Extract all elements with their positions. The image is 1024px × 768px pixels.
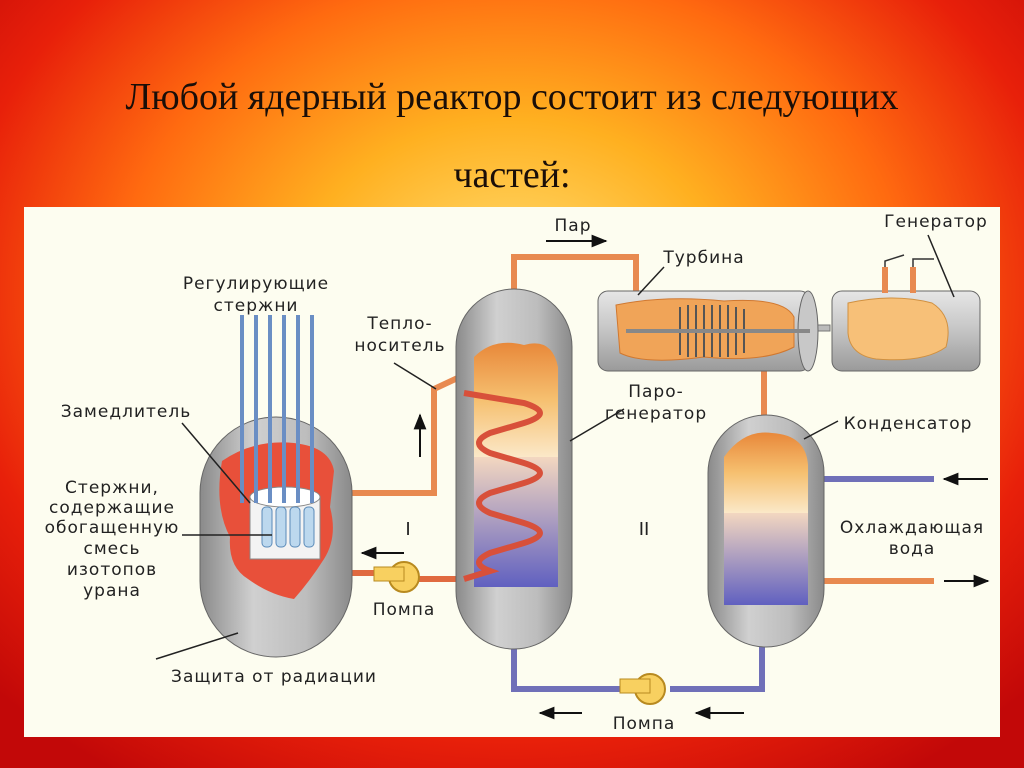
moderator-label: Замедлитель <box>61 402 192 422</box>
turbine <box>597 290 819 372</box>
feedwater-pipe-2 <box>670 645 765 692</box>
feedwater-pipe <box>511 645 628 692</box>
fuel-rods-label-6: урана <box>83 581 141 601</box>
condenser-label: Конденсатор <box>844 414 973 434</box>
fuel-rods-label-5: изотопов <box>67 560 157 580</box>
reactor-diagram: Регулирующие стержни Тепло- носитель Зам… <box>45 212 990 734</box>
generator-label: Генератор <box>884 212 988 232</box>
control-rods-label-1: Регулирующие <box>183 274 329 294</box>
steam-generator-label-1: Паро- <box>628 382 684 402</box>
fuel-rods-label-4: смесь <box>84 539 141 559</box>
secondary-pump <box>619 673 666 705</box>
coolant-label-2: носитель <box>354 336 445 356</box>
cooling-water-label-1: Охлаждающая <box>840 518 984 538</box>
cooling-water-label-2: вода <box>889 539 936 559</box>
flow-arrows <box>360 234 990 720</box>
circuit-1-label: I <box>405 519 410 540</box>
circuit-2-label: II <box>639 519 650 540</box>
control-rods <box>240 315 314 503</box>
steam-generator-label-2: генератор <box>605 404 707 424</box>
reactor <box>199 315 353 658</box>
electric-generator <box>831 254 981 372</box>
fuel-rods-label-2: содержащие <box>49 498 175 518</box>
fuel-rods-label-3: обогащенную <box>45 518 180 538</box>
title-line-1: Любой ядерный реактор состоит из следующ… <box>125 76 899 118</box>
condenser <box>707 414 825 648</box>
radiation-shield-label: Защита от радиации <box>171 667 377 687</box>
secondary-pump-label: Помпа <box>613 714 676 734</box>
primary-hot-pipe <box>350 372 466 496</box>
coolant-label-1: Тепло- <box>366 314 432 334</box>
fuel-rods-label-1: Стержни, <box>65 478 159 498</box>
primary-pump-label: Помпа <box>373 600 436 620</box>
slide-title: Любой ядерный реактор состоит из следующ… <box>20 58 1004 214</box>
leader-lines <box>155 234 955 660</box>
diagram-labels: Регулирующие стержни Тепло- носитель Зам… <box>45 212 988 734</box>
steam-generator-coil <box>463 390 543 582</box>
steam-generator <box>455 288 573 650</box>
reactor-diagram-panel: Регулирующие стержни Тепло- носитель Зам… <box>24 207 1000 737</box>
fuel-rods <box>261 506 315 548</box>
control-rods-label-2: стержни <box>214 296 299 316</box>
primary-pump <box>373 561 420 593</box>
title-line-2: частей: <box>453 154 571 196</box>
steam-pipe <box>511 254 639 297</box>
steam-label: Пар <box>555 216 592 236</box>
turbine-label: Турбина <box>662 248 744 268</box>
